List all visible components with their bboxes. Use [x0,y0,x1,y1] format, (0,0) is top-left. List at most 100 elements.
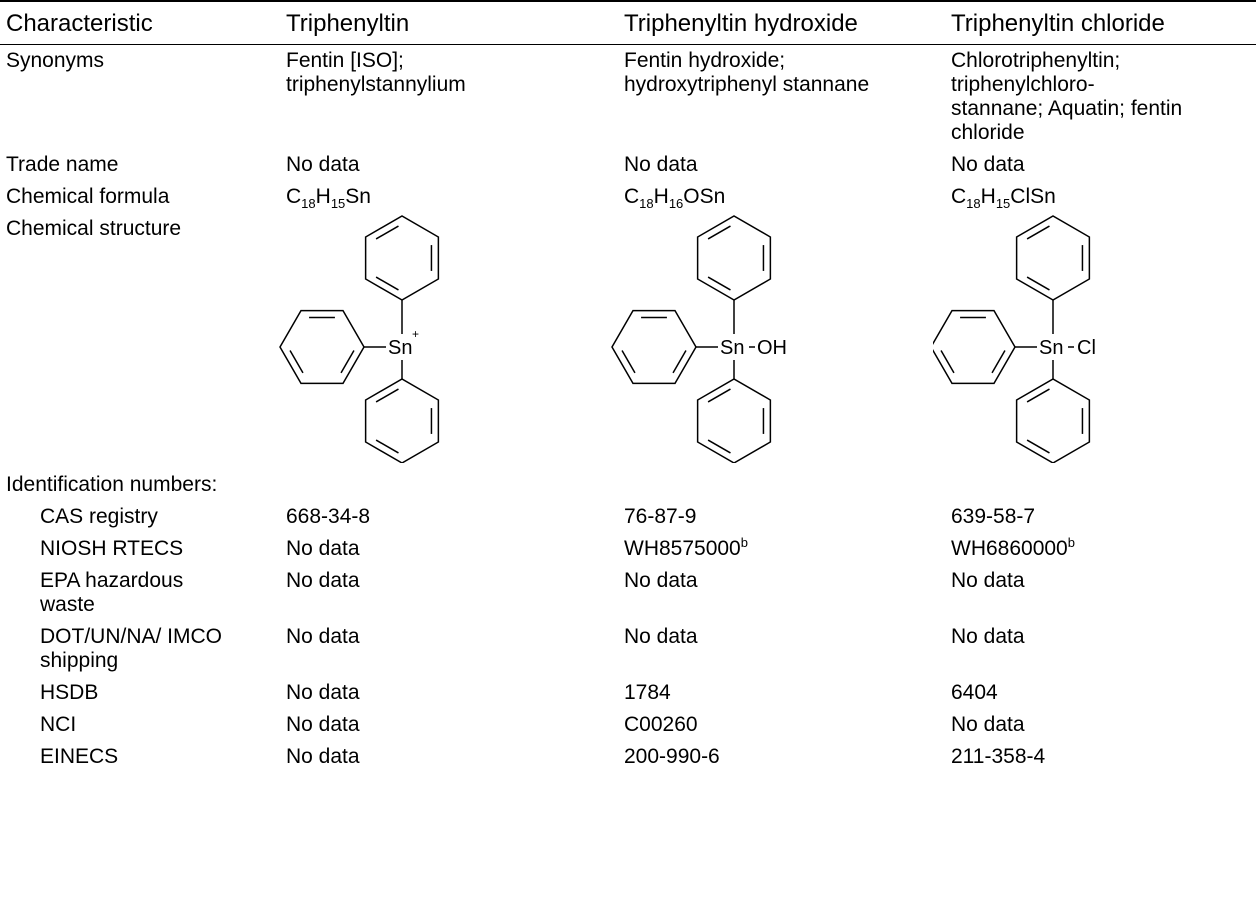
ring-double-bond [672,350,687,374]
row-label: DOT/UN/NA/ IMCO shipping [0,621,268,677]
section-label: Identification numbers: [6,473,218,496]
cell-value: No data [286,153,360,176]
table-row-chemical-structure: Chemical structure Sn + [0,213,1256,469]
cell-value: 211-358-4 [951,745,1046,768]
formula-part: OSn [683,185,726,208]
ring-double-bond [940,350,955,374]
formula-subscript: 18 [301,196,316,212]
phenyl-ring-bottom [1015,378,1091,463]
ring-double-bond [1026,225,1050,240]
chemical-identity-table: Characteristic Triphenyltin Triphenyltin… [0,0,1256,773]
ring-outline [364,215,440,301]
formula-chloride: C18H15ClSn [933,181,1256,213]
cell-value: No data [951,569,1025,592]
formula-subscript: 18 [639,196,654,212]
cell-value: No data [286,713,360,736]
cell-value: No data [286,745,360,768]
ring-double-bond [375,225,399,240]
table-row-identification-numbers: Identification numbers: [0,469,1256,501]
cell-value: 200-990-6 [624,745,720,768]
cell-value: No data [951,153,1025,176]
cell-synonyms-chloride: Chlorotriphenyltin; triphenylchloro- sta… [933,45,1256,150]
ring-double-bond [375,439,399,454]
row-label: CAS registry [40,505,158,528]
phenyl-ring-left [279,309,365,385]
header-triphenyltin-chloride: Triphenyltin chloride [933,0,1256,45]
value-text: WH8575000 [624,537,741,560]
cell-value: 76-87-9 [624,505,697,528]
ring-double-bond [991,350,1006,374]
table-row-einecs: EINECS No data 200-990-6 211-358-4 [0,741,1256,773]
formula-part: C [624,185,640,208]
header-triphenyltin: Triphenyltin [268,0,606,45]
cell-synonyms-triphenyltin: Fentin [ISO]; triphenylstannylium [268,45,606,150]
cell-value: No data [286,569,360,592]
phenyl-ring-top [1015,215,1091,301]
ring-double-bond [1026,439,1050,454]
formula-part: H [315,185,331,208]
cell-value: 6404 [951,681,998,704]
ring-outline [611,309,697,385]
atom-label-sn: Sn [1039,337,1063,359]
table-row-dot-shipping: DOT/UN/NA/ IMCO shipping No data No data… [0,621,1256,677]
cell-value: C00260 [624,713,698,736]
formula-subscript: 16 [668,196,684,212]
table-row-hsdb: HSDB No data 1784 6404 [0,677,1256,709]
cell-value: No data [624,569,698,592]
cell-value: No data [286,537,360,560]
table-row-trade-name: Trade name No data No data No data [0,149,1256,181]
formula-part: C [951,185,967,208]
ring-double-bond [289,350,304,374]
text-line: stannane; Aquatin; fentin [951,97,1183,120]
footnote-marker: b [740,535,748,550]
text-line: hydroxytriphenyl stannane [624,73,870,96]
ring-double-bond [1026,388,1050,403]
phenyl-ring-bottom [696,378,772,463]
formula-part: C [286,185,302,208]
text-line: shipping [40,649,119,672]
ring-outline [279,309,365,385]
ring-outline [933,309,1016,385]
row-label: HSDB [40,681,99,704]
structure-hydroxide-drawing: Sn OH [611,215,787,463]
ring-outline [364,378,440,463]
text-line: triphenylstannylium [286,73,466,96]
text-line: Fentin [ISO]; [286,49,404,72]
phenyl-ring-left [611,309,697,385]
group-label-oh: OH [757,337,787,359]
cell-synonyms-hydroxide: Fentin hydroxide; hydroxytriphenyl stann… [606,45,933,150]
atom-label-cl: Cl [1077,337,1096,359]
header-characteristic: Characteristic [0,0,268,45]
text-line: waste [40,593,95,616]
ring-double-bond [375,276,399,291]
row-label: Chemical formula [6,185,170,208]
formula-subscript: 18 [966,196,981,212]
ring-double-bond [1026,276,1050,291]
ring-double-bond [707,439,731,454]
ring-outline [1015,215,1091,301]
table-row-chemical-formula: Chemical formula C18H15Sn C18H16OSn C18H… [0,181,1256,213]
table-row-synonyms: Synonyms Fentin [ISO]; triphenylstannyli… [0,45,1256,150]
value-text: WH6860000 [951,537,1068,560]
formula-subscript: 15 [330,196,346,212]
charge-label: + [412,327,419,341]
phenyl-ring-left [933,309,1016,385]
ring-outline [1015,378,1091,463]
phenyl-ring-top [364,215,440,301]
row-label: Chemical structure [6,217,182,240]
text-line: DOT/UN/NA/ IMCO [40,625,222,648]
header-triphenyltin-hydroxide: Triphenyltin hydroxide [606,0,933,45]
structure-triphenyltin-drawing: Sn + [279,215,440,463]
formula-part: H [980,185,996,208]
footnote-marker: b [1067,535,1075,550]
formula-subscript: 15 [995,196,1011,212]
atom-label-sn: Sn [720,337,744,359]
structure-hydroxide: Sn OH [606,213,933,469]
row-label: Trade name [6,153,119,176]
structure-chloride: Sn Cl [933,213,1256,469]
table-header-row: Characteristic Triphenyltin Triphenyltin… [0,0,1256,45]
ring-double-bond [707,388,731,403]
formula-part: ClSn [1010,185,1056,208]
cell-value: 668-34-8 [286,505,371,528]
phenyl-ring-top [696,215,772,301]
